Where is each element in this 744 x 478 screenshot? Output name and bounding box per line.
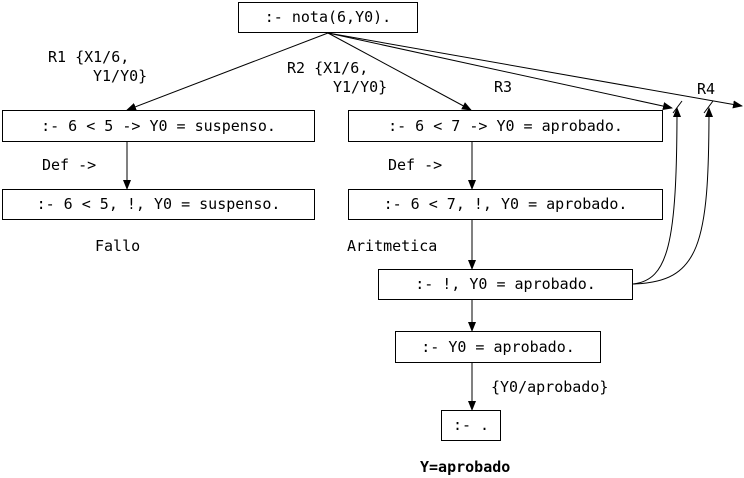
label-r1-line2: Y1/Y0} — [93, 67, 148, 85]
label-fallo: Fallo — [95, 237, 141, 255]
label-def-right: Def -> — [388, 156, 443, 174]
label-r2: R2 {X1/6, — [287, 59, 369, 77]
label-r4: R4 — [697, 80, 716, 98]
cut-curve-r3 — [632, 107, 681, 285]
result-label: Y=aprobado — [420, 458, 511, 476]
node-empty: :- . — [441, 410, 501, 441]
label-r2-line2: Y1/Y0} — [333, 78, 388, 96]
node-r2-def: :- 6 < 7, !, Y0 = aprobado. — [348, 189, 663, 220]
label-substitution: {Y0/aprobado} — [491, 378, 609, 396]
edge-root-r4 — [327, 32, 743, 109]
edge-root-r1 — [126, 32, 329, 111]
cut-curve-r4 — [632, 107, 713, 285]
edge-root-r3 — [327, 32, 673, 110]
node-assign: :- Y0 = aprobado. — [395, 331, 601, 363]
node-root: :- nota(6,Y0). — [238, 2, 418, 33]
label-def-left: Def -> — [42, 156, 97, 174]
node-r1-goal: :- 6 < 5 -> Y0 = suspenso. — [2, 110, 315, 142]
edge-root-r2 — [327, 32, 472, 111]
node-r2-goal: :- 6 < 7 -> Y0 = aprobado. — [348, 110, 663, 142]
node-cut: :- !, Y0 = aprobado. — [378, 269, 633, 300]
node-r1-def: :- 6 < 5, !, Y0 = suspenso. — [2, 189, 315, 220]
label-r3: R3 — [494, 78, 513, 96]
label-aritmetica: Aritmetica — [347, 237, 438, 255]
cut-tick-r3 — [672, 100, 683, 114]
label-r1: R1 {X1/6, — [48, 48, 130, 66]
